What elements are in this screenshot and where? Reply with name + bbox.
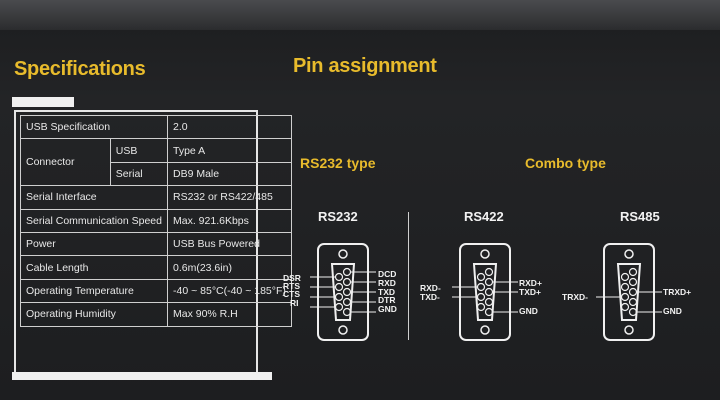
pin-label: RI: [290, 298, 299, 308]
spec-label: USB Specification: [20, 114, 168, 140]
table-row: Serial Communication Speed Max. 921.6Kbp…: [20, 208, 292, 233]
spec-label: Operating Humidity: [20, 302, 168, 327]
spec-value: Type A: [167, 138, 292, 163]
table-row: Connector USB Type A: [20, 138, 292, 187]
table-row: Serial Interface RS232 or RS422/485: [20, 185, 292, 210]
pin-label: CTS: [283, 289, 300, 299]
pin-label: GND: [519, 306, 538, 316]
table-row: USB Specification 2.0: [20, 114, 292, 140]
spec-value: -40 ~ 85°C(-40 ~ 185°F): [167, 278, 292, 304]
rs232-title: RS232: [318, 209, 358, 224]
spec-value: 0.6m(23.6in): [167, 255, 292, 280]
spec-value: Max. 921.6Kbps: [167, 208, 292, 233]
rs232-type-label: RS232 type: [300, 155, 376, 171]
spec-sublabel: USB: [109, 138, 169, 163]
pin-label: RXD: [378, 278, 396, 288]
spec-label: Cable Length: [20, 255, 168, 280]
combo-type-label: Combo type: [525, 155, 606, 171]
table-row: Cable Length 0.6m(23.6in): [20, 255, 292, 280]
spec-value: DB9 Male: [167, 161, 292, 187]
pin-label: TRXD+: [663, 287, 692, 297]
spec-label: Connector: [20, 138, 111, 187]
box-lid-edge: [0, 0, 720, 30]
pin-label: TRXD-: [562, 292, 588, 302]
spec-table: USB Specification 2.0 Connector USB Type…: [20, 114, 292, 327]
db9-connector-icon: [310, 243, 376, 341]
spec-label: Operating Temperature: [20, 278, 168, 304]
pin-label: TXD: [378, 287, 395, 297]
spec-sublabel: Serial: [109, 161, 169, 187]
db9-connector-icon: [452, 243, 518, 341]
pin-label: TXD-: [420, 292, 440, 302]
pin-label: GND: [663, 306, 682, 316]
table-accent-bar: [12, 372, 272, 380]
pin-label: RXD-: [420, 283, 441, 293]
pin-label: DSR: [283, 273, 301, 283]
table-row: Operating Temperature -40 ~ 85°C(-40 ~ 1…: [20, 278, 292, 304]
section-divider: [408, 212, 409, 340]
rs485-title: RS485: [620, 209, 660, 224]
pin-label: GND: [378, 304, 397, 314]
pin-assignment-heading: Pin assignment: [293, 55, 437, 77]
spec-label: Power: [20, 231, 168, 257]
table-row: Power USB Bus Powered: [20, 231, 292, 257]
rs422-title: RS422: [464, 209, 504, 224]
spec-value: RS232 or RS422/485: [167, 185, 292, 210]
specifications-heading: Specifications: [14, 58, 146, 80]
spec-value: Max 90% R.H: [167, 302, 292, 327]
spec-label: Serial Interface: [20, 185, 168, 210]
table-row: Operating Humidity Max 90% R.H: [20, 302, 292, 327]
pin-label: DTR: [378, 295, 396, 305]
db9-connector-icon: [596, 243, 662, 341]
spec-value: 2.0: [167, 114, 292, 140]
spec-value: USB Bus Powered: [167, 231, 292, 257]
heading-accent-bar: [12, 97, 74, 107]
pin-label: DCD: [378, 269, 397, 279]
pin-label: TXD+: [519, 287, 541, 297]
pin-label: RTS: [283, 281, 300, 291]
spec-label: Serial Communication Speed: [20, 208, 168, 233]
pin-label: RXD+: [519, 278, 542, 288]
